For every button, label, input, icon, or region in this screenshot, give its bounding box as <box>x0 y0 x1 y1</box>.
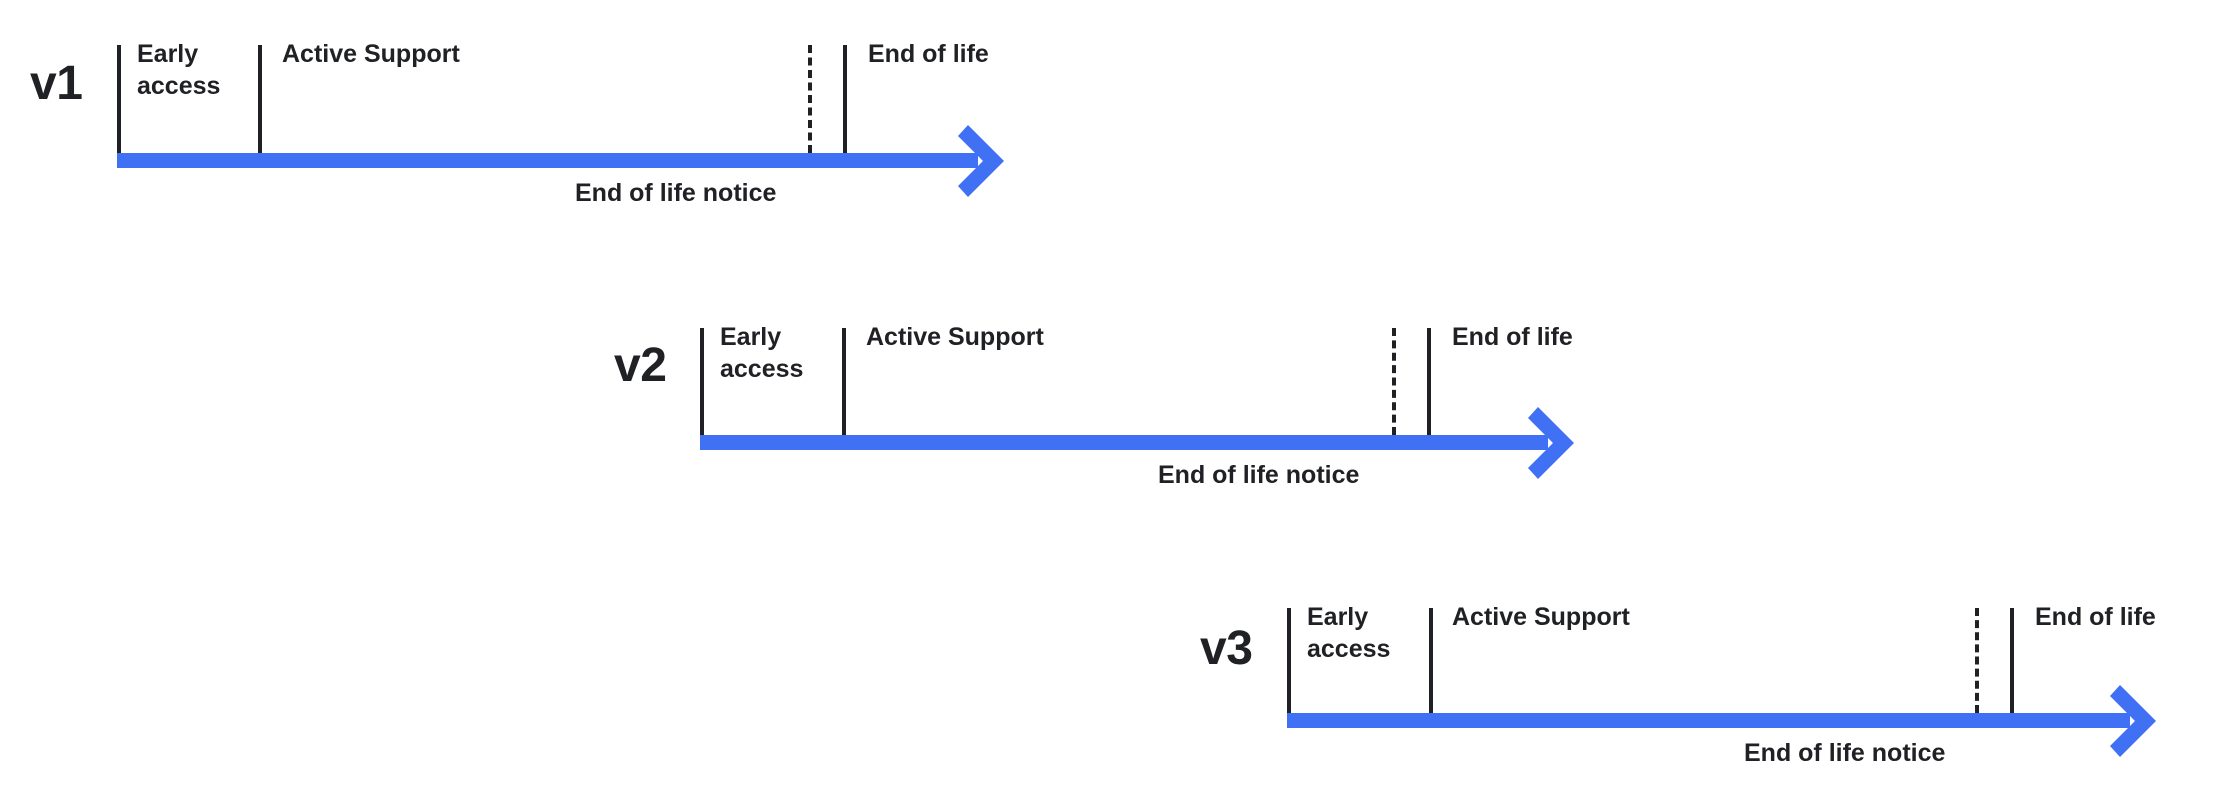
end-of-life-notice-label: End of life notice <box>575 179 777 207</box>
end-of-life-notice-marker <box>808 45 812 153</box>
phase-label-early-access: Early access <box>1307 603 1391 663</box>
phase-divider-active-support <box>1429 608 1433 713</box>
end-of-life-notice-marker <box>1392 328 1396 435</box>
phase-label-active-support: Active Support <box>1452 603 1630 631</box>
phase-divider-end-of-life <box>1427 328 1431 435</box>
phase-divider-start <box>117 45 121 153</box>
phase-label-end-of-life: End of life <box>2035 603 2156 631</box>
phase-divider-start <box>1287 608 1291 713</box>
timeline-arrow-icon <box>952 122 1030 200</box>
phase-label-early-access: Early access <box>720 323 804 383</box>
timeline-bar <box>117 153 978 168</box>
version-label: v1 <box>30 57 83 110</box>
phase-divider-end-of-life <box>843 45 847 153</box>
phase-label-early-access: Early access <box>137 40 221 100</box>
phase-divider-start <box>700 328 704 435</box>
version-label: v3 <box>1200 622 1253 675</box>
phase-divider-active-support <box>258 45 262 153</box>
phase-label-end-of-life: End of life <box>868 40 989 68</box>
phase-label-active-support: Active Support <box>282 40 460 68</box>
end-of-life-notice-label: End of life notice <box>1744 739 1946 767</box>
timeline-arrow-icon <box>2104 682 2182 760</box>
phase-label-end-of-life: End of life <box>1452 323 1573 351</box>
end-of-life-notice-marker <box>1975 608 1979 713</box>
timeline-arrow-icon <box>1522 404 1600 482</box>
timeline-bar <box>700 435 1548 450</box>
timeline-bar <box>1287 713 2130 728</box>
phase-divider-end-of-life <box>2010 608 2014 713</box>
end-of-life-notice-label: End of life notice <box>1158 461 1360 489</box>
phase-label-active-support: Active Support <box>866 323 1044 351</box>
version-label: v2 <box>614 339 667 392</box>
phase-divider-active-support <box>842 328 846 435</box>
